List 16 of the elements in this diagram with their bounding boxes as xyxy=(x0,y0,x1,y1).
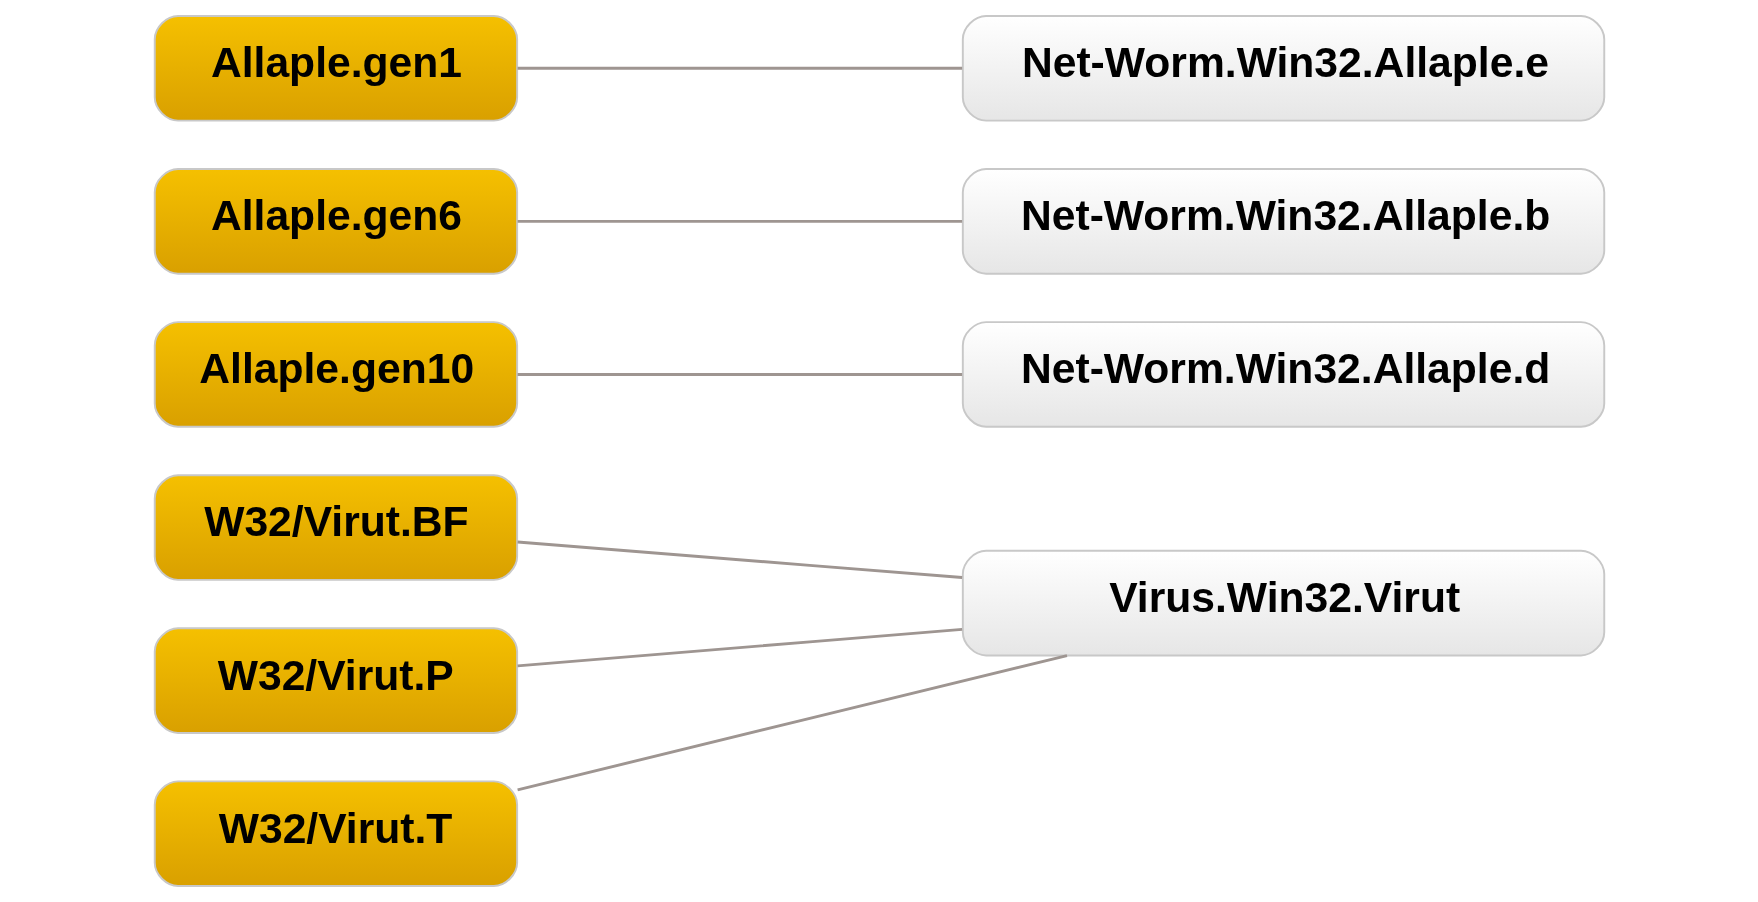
node-box: Virus.Win32.Virut xyxy=(961,549,1605,657)
node-box: Allaple.gen10 xyxy=(153,321,518,428)
node-box: Net-Worm.Win32.Allaple.e xyxy=(961,15,1605,122)
node-box: W32/Virut.P xyxy=(153,627,518,734)
node-box: Allaple.gen6 xyxy=(153,168,518,275)
node-box: W32/Virut.T xyxy=(153,780,518,887)
connector xyxy=(517,540,962,579)
connector xyxy=(516,654,1067,792)
connector xyxy=(517,373,962,376)
connector xyxy=(517,66,962,70)
node-box: Net-Worm.Win32.Allaple.b xyxy=(961,168,1605,275)
connector xyxy=(517,627,962,668)
node-box: W32/Virut.BF xyxy=(153,474,518,581)
connector xyxy=(517,219,962,223)
node-box: Net-Worm.Win32.Allaple.d xyxy=(961,321,1605,428)
node-box: Allaple.gen1 xyxy=(153,15,518,122)
